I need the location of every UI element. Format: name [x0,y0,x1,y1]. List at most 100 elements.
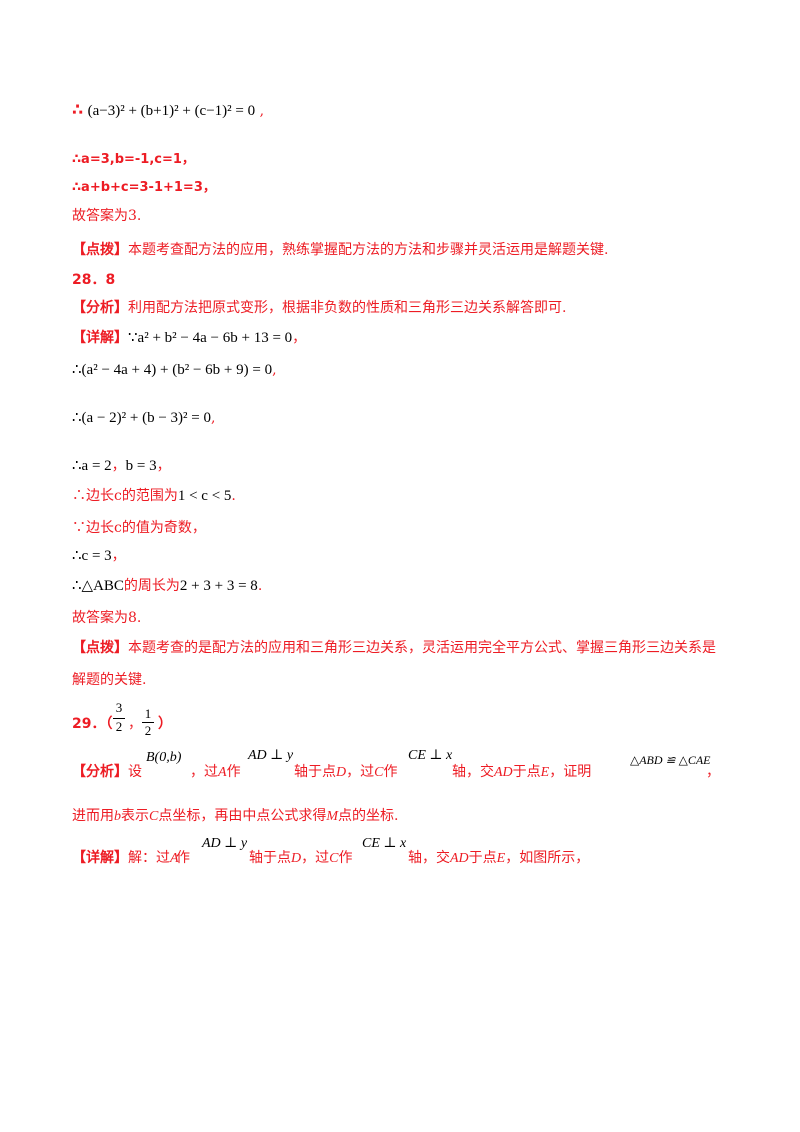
text: 轴于点 [294,764,336,780]
tip-27: 【点拨】本题考查配方法的应用，熟练掌握配方法的方法和步骤并灵活运用是解题关键. [72,240,608,260]
tip-tag: 【点拨】 [72,242,128,258]
detail-28-line-5: ∴边长c的范围为1 < c < 5. [72,488,236,504]
text: 于点 [512,764,541,780]
text: 轴，交 [408,850,450,866]
text: 作 [383,764,398,780]
equation-line-1: ∴ (a−3)² + (b+1)² + (c−1)² = 0 , [72,100,265,119]
ad-perp-y: AD ⊥ y [248,748,294,763]
analysis-29-segment-3: 轴，交AD于点E，证明 [452,762,591,783]
because-symbol: ∵ [128,330,138,346]
point-b-coordinate: B(0,b) [146,750,182,765]
text: ，过 [190,764,218,780]
analysis-29-comma: ， [706,764,720,780]
text: 点的坐标. [338,808,399,824]
fraction-separator: ， [128,716,142,732]
detail-28-line-6: ∵边长c的值为奇数， [72,520,206,536]
point-e: E [496,851,506,866]
text: ，过 [301,850,330,866]
detail-28-line-2: ∴(a² − 4a + 4) + (b² − 6b + 9) = 0, [72,362,277,378]
text: 进而用 [72,808,114,824]
fraction-1-numerator: 3 [115,700,123,715]
point-m: M [326,809,339,824]
fraction-2-numerator: 1 [144,706,152,721]
analysis-29-line-2: 进而用b表示C点坐标，再由中点公式求得M点的坐标. [72,806,398,827]
text: 轴于点 [249,850,291,866]
fraction-2-denominator: 2 [144,723,152,738]
question-29-header: 29．（ [72,714,112,734]
ce-perp-x-detail: CE ⊥ x [362,836,407,851]
detail-28-line-4: ∴a = 2，b = 3， [72,458,171,474]
analysis-tag: 【分析】 [72,300,128,316]
point-c: C [374,765,384,780]
point-a: A [170,851,179,866]
text: ，过 [346,764,375,780]
ce-perp-x: CE ⊥ x [408,748,453,763]
point-c: C [149,809,159,824]
analysis-29-segment-2: 轴于点D，过C作 [294,762,397,783]
text: ，证明 [549,764,592,780]
tip-28: 【点拨】本题考查的是配方法的应用和三角形三边关系，灵活运用完全平方公式、掌握三角… [72,638,716,658]
detail-29-zuo: 作 [176,850,190,866]
detail-28-line-8: ∴△ABC的周长为2 + 3 + 3 = 8. [72,578,263,594]
answer-27: 故答案为3. [72,208,142,224]
point-c: C [329,851,339,866]
b-value: b = 3 [125,458,157,474]
range-label: ∴边长c的范围为 [72,488,178,504]
fraction-1-bar [113,718,125,719]
analysis-29-text-a: 设 [128,764,142,780]
equation-sum-of-squares: (a−3)² + (b+1)² + (c−1)² = 0 [87,103,256,119]
triangle-abc: ∴△ABC [72,578,124,594]
equation-squares: ∴(a − 2)² + (b − 3)² = 0 [72,410,212,426]
variable-b: b [114,809,121,824]
therefore-symbol: ∴ [72,100,84,119]
sum-line: ∴a+b+c=3-1+1=3， [72,180,216,195]
range-expression: 1 < c < 5 [177,488,232,504]
analysis-28: 【分析】利用配方法把原式变形，根据非负数的性质和三角形三边关系解答即可. [72,298,566,318]
detail-29-start: 【详解】解：过A [72,848,179,869]
text: 解：过 [128,850,170,866]
question-28-header: 28．8 [72,272,116,288]
tip-28-line-2: 解题的关键. [72,672,147,688]
c-value: ∴c = 3 [72,548,112,564]
tip-text: 本题考查配方法的应用，熟练掌握配方法的方法和步骤并灵活运用是解题关键. [128,242,609,258]
equation-original: a² + b² − 4a − 6b + 13 = 0 [137,330,293,346]
analysis-text: 利用配方法把原式变形，根据非负数的性质和三角形三边关系解答即可. [128,300,567,316]
detail-28-line-1: 【详解】∵a² + b² − 4a − 6b + 13 = 0， [72,330,307,346]
detail-29-segment-2: 轴，交AD于点E，如图所示， [408,848,589,869]
text: 轴，交 [452,764,494,780]
a-value: ∴a = 2 [72,458,112,474]
point-d: D [336,765,347,780]
detail-tag: 【详解】 [72,330,128,346]
analysis-29-segment-1: ，过A作 [190,762,241,783]
text: 表示 [121,808,149,824]
text: ，如图所示， [505,850,590,866]
detail-29-segment-1: 轴于点D，过C作 [249,848,352,869]
segment-ad: AD [494,765,513,780]
solution-values-line: ∴a=3,b=-1,c=1， [72,152,195,167]
tip-tag: 【点拨】 [72,640,128,656]
point-e: E [540,765,550,780]
point-d: D [291,851,302,866]
question-29-close: ） [158,716,172,732]
text: 作 [226,764,241,780]
question-29-number: 29．（ [72,716,113,732]
detail-28-line-3: ∴(a − 2)² + (b − 3)² = 0, [72,410,216,426]
segment-ad: AD [450,851,469,866]
equation-grouped: ∴(a² − 4a + 4) + (b² − 6b + 9) = 0 [72,362,273,378]
fraction-2-bar [142,722,154,723]
text: 作 [338,850,353,866]
perimeter-label: 的周长为 [123,578,180,594]
analysis-tag: 【分析】 [72,764,128,780]
answer-28: 故答案为8. [72,610,142,626]
text: 于点 [468,850,497,866]
detail-tag: 【详解】 [72,850,128,866]
fraction-1-denominator: 2 [115,719,123,734]
perimeter-expression: 2 + 3 + 3 = 8 [179,578,258,594]
detail-28-line-7: ∴c = 3， [72,548,126,564]
point-a: A [218,765,227,780]
congruent-triangles: △ABD ≌ △CAE [630,753,711,767]
tip-text-1: 本题考查的是配方法的应用和三角形三边关系，灵活运用完全平方公式、掌握三角形三边关… [128,640,716,656]
ad-perp-y-detail: AD ⊥ y [202,836,248,851]
analysis-29-tag: 【分析】设 [72,762,142,782]
text: 点坐标，再由中点公式求得 [158,808,327,824]
